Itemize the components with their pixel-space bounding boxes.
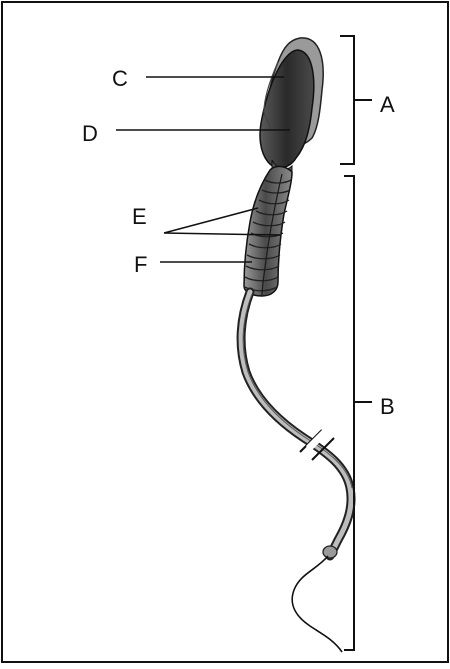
bracket-a bbox=[340, 36, 372, 164]
label-a: A bbox=[380, 92, 395, 117]
label-b: B bbox=[380, 394, 395, 419]
label-d: D bbox=[82, 121, 98, 146]
nucleus-shape bbox=[260, 50, 314, 168]
tail-outer bbox=[241, 292, 351, 556]
bracket-b bbox=[344, 176, 372, 650]
label-f: F bbox=[134, 252, 147, 277]
tail-tip-bulb bbox=[323, 546, 337, 558]
label-c: C bbox=[112, 66, 128, 91]
label-e: E bbox=[132, 204, 147, 229]
leader-line-e-upper bbox=[164, 208, 258, 233]
tail-inner bbox=[241, 292, 351, 556]
midpiece-shape bbox=[244, 166, 292, 296]
end-piece bbox=[292, 556, 342, 652]
